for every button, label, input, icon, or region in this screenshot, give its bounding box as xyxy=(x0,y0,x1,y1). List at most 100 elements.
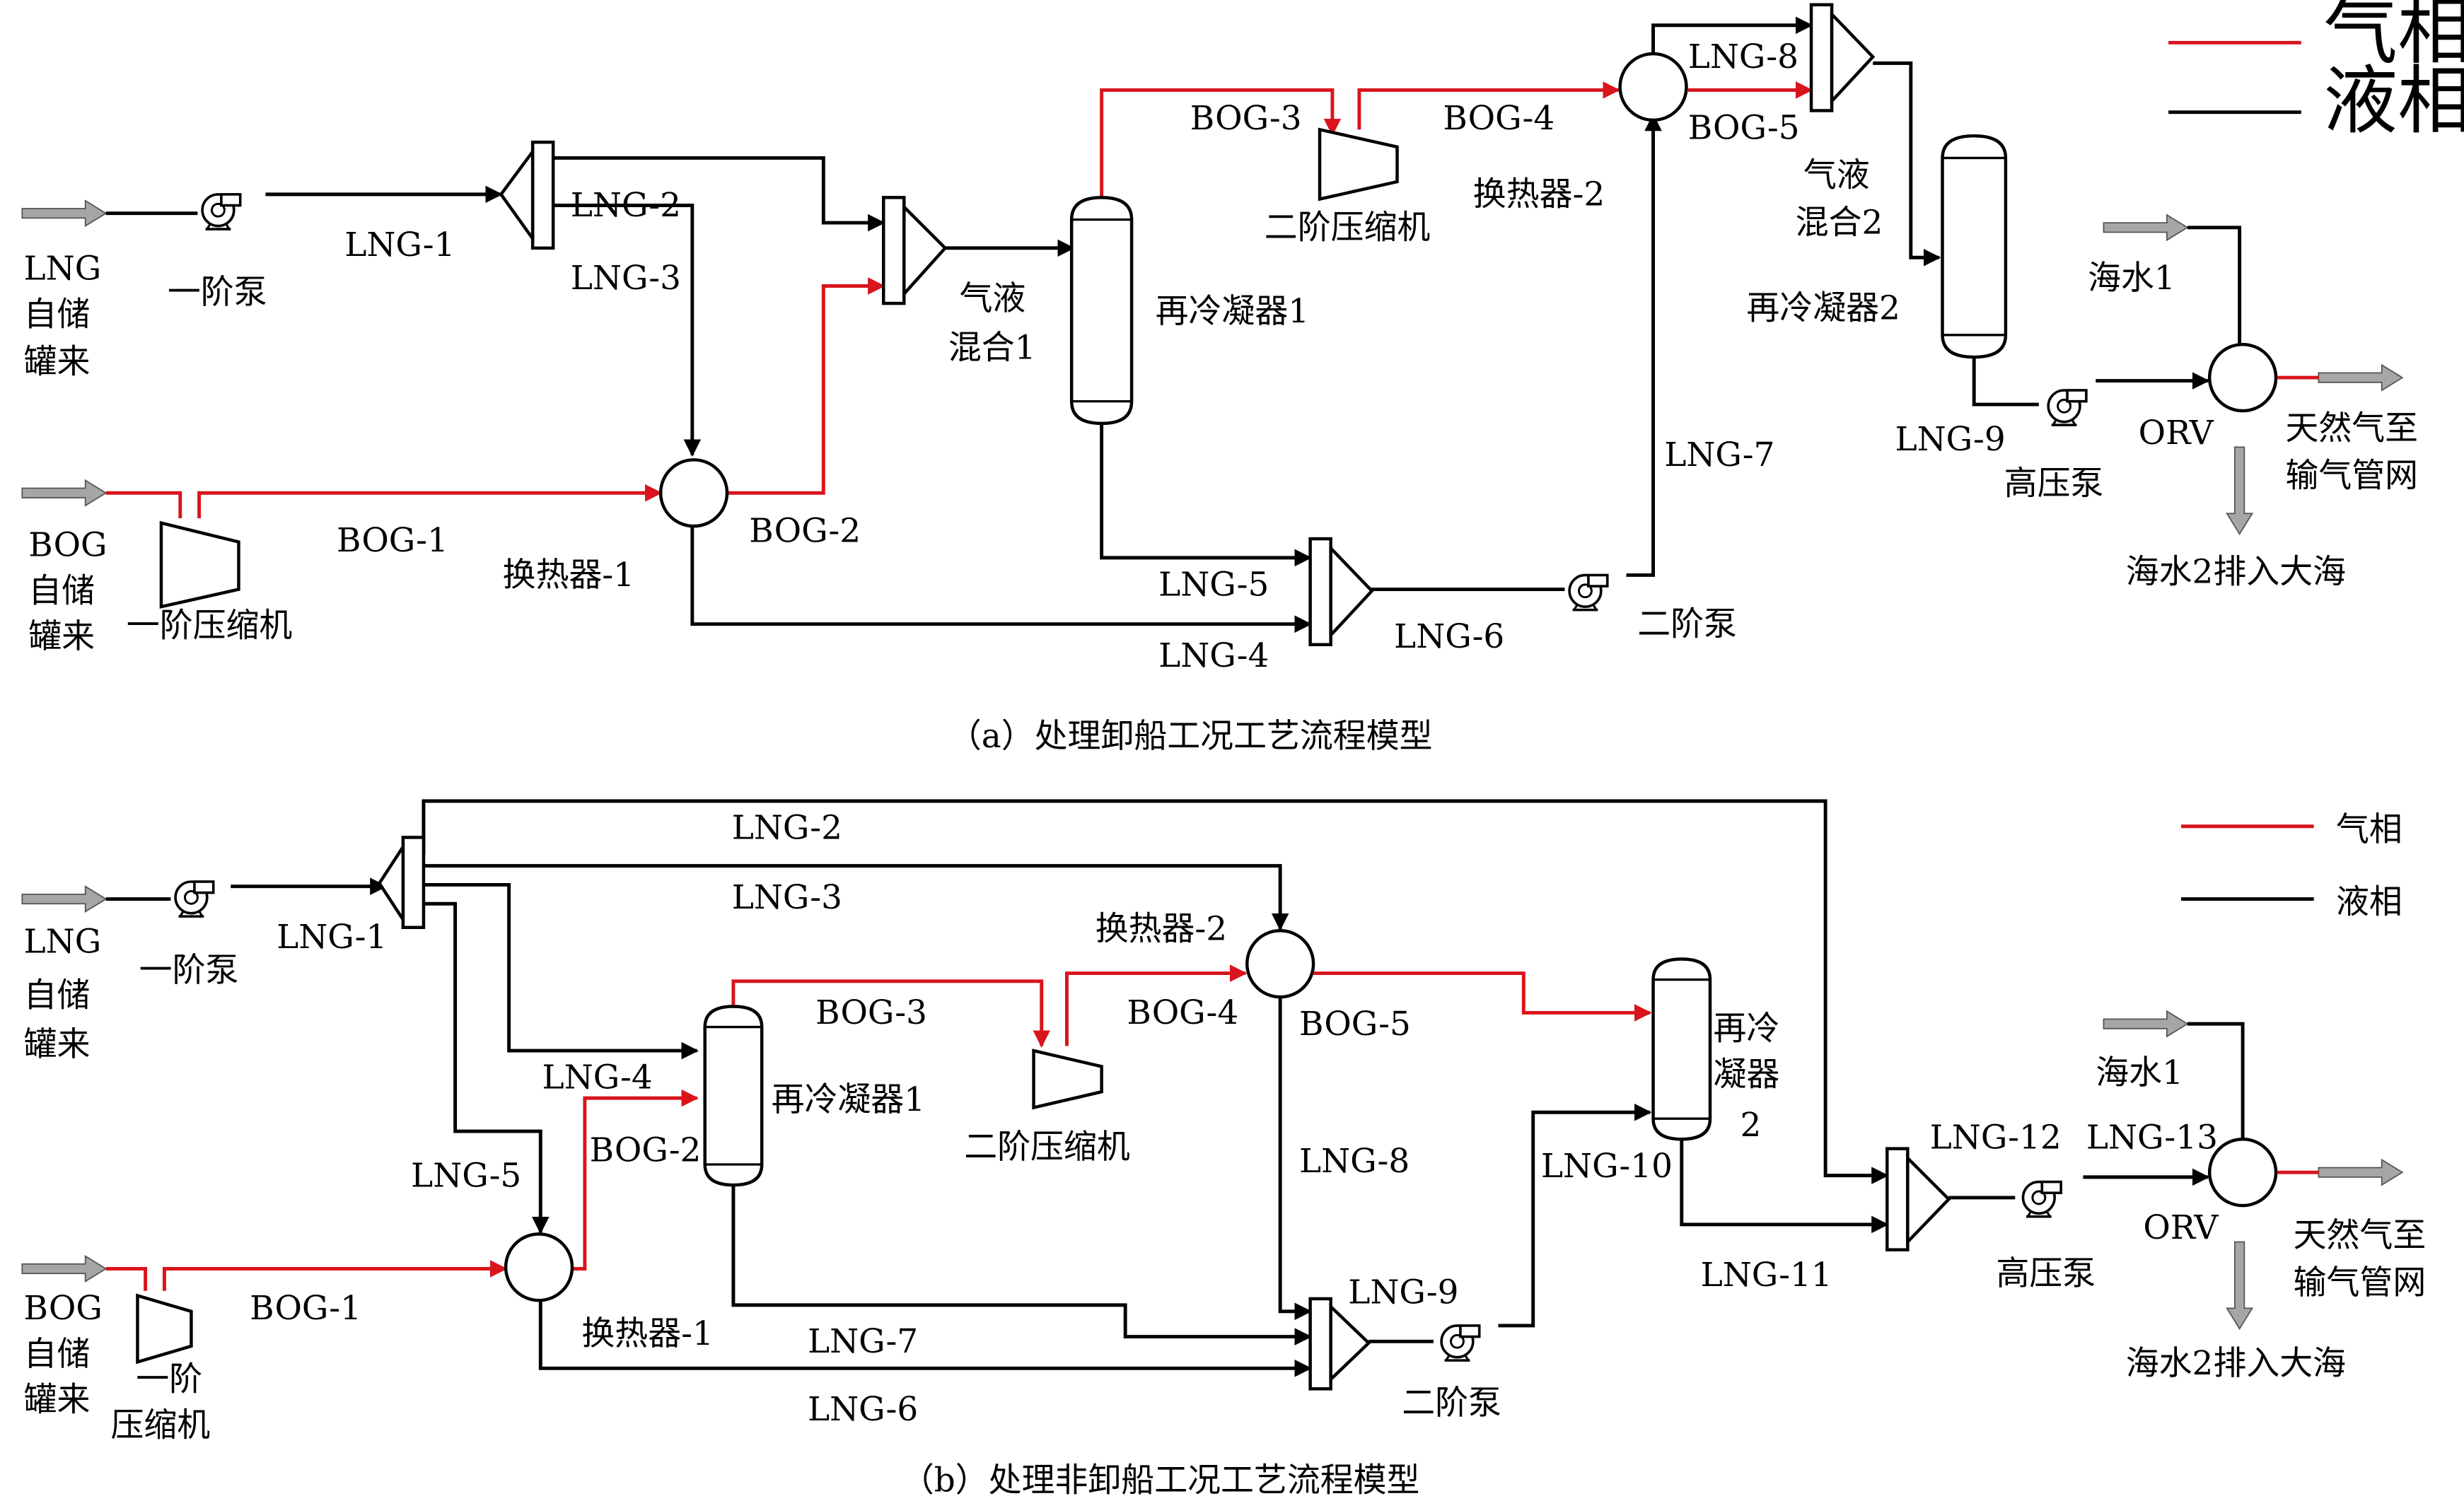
lng-inlet-label-2: 自储 xyxy=(24,295,91,334)
bog-inlet-label-2-b: 自储 xyxy=(24,1335,91,1374)
panel-a: 气相 液相 xyxy=(21,0,2464,756)
heat-exchanger-1-label-b: 换热器-1 xyxy=(581,1314,713,1353)
legend-liquid-label-b: 液相 xyxy=(2336,883,2402,922)
second-stage-compressor-icon xyxy=(1318,127,1399,202)
lng-13-label-b: LNG-13 xyxy=(2086,1119,2218,1157)
gas-lines-a xyxy=(105,81,2319,518)
lng-1-label-b: LNG-1 xyxy=(277,918,387,957)
lng-11-label-b: LNG-11 xyxy=(1701,1256,1832,1295)
lng-inlet-label-1: LNG xyxy=(24,250,102,288)
seawater-inlet-arrow-icon xyxy=(2103,214,2189,242)
inlet-arrows-a xyxy=(21,199,2404,536)
heat-exchanger-1-icon xyxy=(658,458,729,528)
heat-exchanger-1-icon-b xyxy=(504,1232,574,1302)
heat-exchanger-2-icon-b xyxy=(1245,929,1315,999)
splitter-1-icon-b xyxy=(377,836,426,930)
splitter-1-icon xyxy=(499,140,555,250)
lng-2-label: LNG-2 xyxy=(571,186,681,225)
recondenser-2-icon-b xyxy=(1651,957,1712,1141)
caption-a: （a）处理卸船工况工艺流程模型 xyxy=(948,717,1433,756)
first-stage-pump-icon-b xyxy=(174,880,215,918)
first-stage-pump-label: 一阶泵 xyxy=(168,273,267,312)
ng-outlet-label-2-b: 输气管网 xyxy=(2294,1263,2427,1302)
recondenser-2-label-2-b: 凝器 xyxy=(1713,1055,1779,1094)
orv-icon xyxy=(2207,342,2278,413)
bog-2-label-b: BOG-2 xyxy=(590,1131,702,1170)
second-stage-pump-icon-b xyxy=(1440,1324,1481,1362)
seawater-outlet-arrow-icon-b xyxy=(2226,1241,2254,1331)
mixer-2-label-1: 气液 xyxy=(1803,156,1870,195)
mixer-2-icon xyxy=(1809,3,1876,112)
lng-9-label: LNG-9 xyxy=(1895,420,2005,459)
inlet-arrows-b xyxy=(21,885,2404,1331)
first-stage-pump-icon xyxy=(201,193,242,230)
lng-12-label-b: LNG-12 xyxy=(1930,1119,2062,1157)
lng-inlet-label-3-b: 罐来 xyxy=(24,1025,91,1064)
high-pressure-pump-label: 高压泵 xyxy=(2004,464,2104,503)
seawater-2-label-b: 海水2排入大海 xyxy=(2126,1344,2346,1383)
ng-outlet-label-2: 输气管网 xyxy=(2285,456,2418,495)
mixer-3-icon xyxy=(1308,537,1374,647)
legend-b: 气相 液相 xyxy=(2180,810,2402,922)
bog-2-label: BOG-2 xyxy=(749,512,861,551)
lng-5-label-b: LNG-5 xyxy=(411,1156,521,1195)
gas-outlet-arrow-icon xyxy=(2318,363,2404,392)
recondenser-2-label-3-b: 2 xyxy=(1740,1106,1761,1145)
orv-label-b: ORV xyxy=(2143,1208,2219,1247)
seawater-1-label-b: 海水1 xyxy=(2096,1053,2183,1092)
labels-a: LNG 自储 罐来 一阶泵 LNG-1 LNG-2 LNG-3 气液 混合1 再… xyxy=(24,37,2419,675)
caption-b: （b）处理非卸船工况工艺流程模型 xyxy=(901,1461,1420,1500)
lng-inlet-arrow-icon-b xyxy=(21,885,107,913)
recondenser-2-icon xyxy=(1941,134,2008,359)
lng-3-label-b: LNG-3 xyxy=(732,878,842,917)
lng-6-label-b: LNG-6 xyxy=(808,1390,918,1429)
bog-inlet-label-1-b: BOG xyxy=(24,1289,103,1328)
first-stage-compressor-label: 一阶压缩机 xyxy=(127,607,293,646)
mixer-1-label-2: 混合1 xyxy=(948,328,1036,367)
first-stage-compressor-icon-b xyxy=(136,1293,193,1365)
second-stage-pump-icon xyxy=(1568,573,1609,612)
legend-liquid-label: 液相 xyxy=(2323,58,2464,144)
bog-3-label-b: BOG-3 xyxy=(815,993,927,1032)
ng-outlet-label-1: 天然气至 xyxy=(2285,409,2418,448)
recondenser-1-label-b: 再冷凝器1 xyxy=(772,1080,925,1119)
recondenser-2-label: 再冷凝器2 xyxy=(1746,288,1900,327)
bog-1-label: BOG-1 xyxy=(337,521,448,560)
seawater-outlet-arrow-icon xyxy=(2226,446,2254,536)
bog-inlet-label-2: 自储 xyxy=(28,571,95,610)
recondenser-2-label-1-b: 再冷 xyxy=(1713,1009,1779,1048)
seawater-inlet-arrow-icon-b xyxy=(2103,1010,2189,1038)
orv-label: ORV xyxy=(2139,414,2214,452)
lng-inlet-label-3: 罐来 xyxy=(24,342,91,381)
bog-4-label-b: BOG-4 xyxy=(1127,993,1238,1032)
labels-b: LNG 自储 罐来 一阶泵 LNG-1 LNG-2 LNG-3 LNG-4 LN… xyxy=(24,809,2427,1445)
second-stage-pump-label-b: 二阶泵 xyxy=(1402,1384,1501,1423)
lng-8-label-b: LNG-8 xyxy=(1299,1142,1410,1181)
second-stage-compressor-label-b: 二阶压缩机 xyxy=(964,1128,1130,1167)
high-pressure-pump-icon-b xyxy=(2021,1180,2062,1218)
panel-b: 气相 液相 xyxy=(21,799,2427,1500)
lng-9-label-b: LNG-9 xyxy=(1348,1273,1458,1312)
mixer-2-label-2: 混合2 xyxy=(1796,204,1883,243)
lng-5-label: LNG-5 xyxy=(1158,565,1269,604)
bog-inlet-label-3-b: 罐来 xyxy=(24,1381,91,1420)
lng-7-label-b: LNG-7 xyxy=(808,1322,918,1361)
heat-exchanger-2-label: 换热器-2 xyxy=(1473,175,1605,214)
liquid-lines-b xyxy=(105,799,2245,1377)
mixer-2-icon-b xyxy=(1885,1147,1951,1251)
legend-gas-label-b: 气相 xyxy=(2336,810,2402,849)
heat-exchanger-2-icon xyxy=(1618,52,1688,122)
recondenser-1-icon xyxy=(1069,196,1134,426)
bog-inlet-label-3: 罐来 xyxy=(28,617,95,656)
lng-inlet-label-1-b: LNG xyxy=(24,923,102,962)
lng-3-label: LNG-3 xyxy=(571,259,681,298)
mixer-1-icon-b xyxy=(1308,1297,1371,1391)
gas-lines-b xyxy=(105,964,2319,1291)
ng-outlet-label-1-b: 天然气至 xyxy=(2294,1216,2427,1255)
second-stage-compressor-label: 二阶压缩机 xyxy=(1265,208,1431,247)
lng-inlet-arrow-icon xyxy=(21,199,107,228)
seawater-1-label: 海水1 xyxy=(2088,259,2175,298)
lng-2-label-b: LNG-2 xyxy=(732,809,842,848)
high-pressure-pump-label-b: 高压泵 xyxy=(1996,1254,2096,1293)
lng-10-label-b: LNG-10 xyxy=(1541,1147,1673,1186)
